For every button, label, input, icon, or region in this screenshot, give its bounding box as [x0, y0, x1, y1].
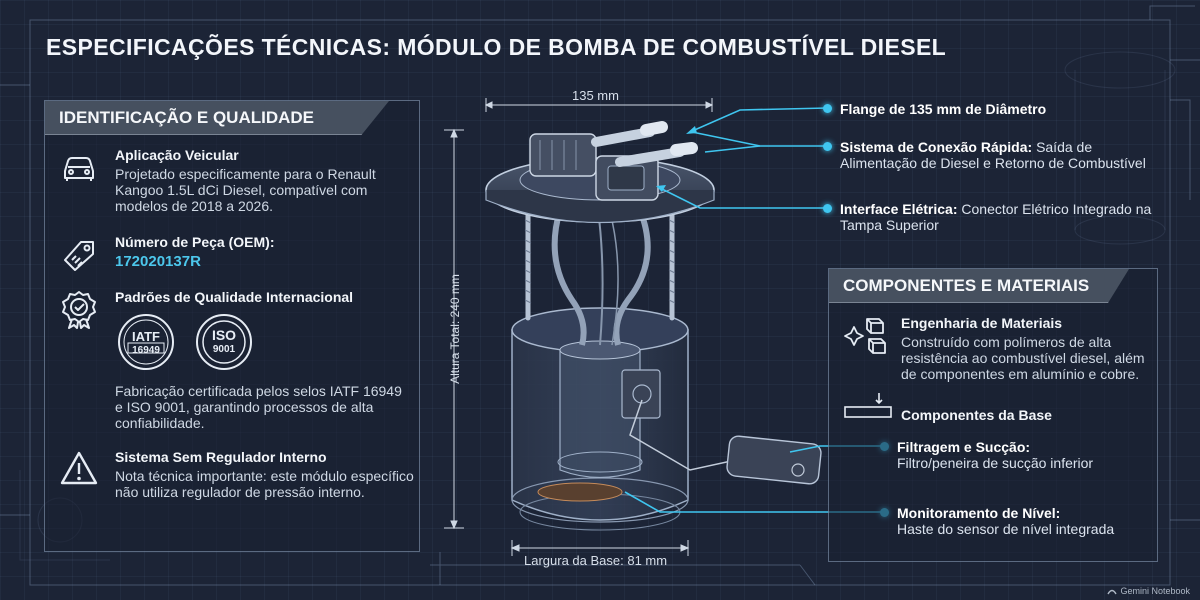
- quality-standards-text: Padrões de Qualidade Internacional IATF …: [115, 289, 415, 370]
- components-panel: COMPONENTES E MATERIAIS Engenharia de Ma…: [828, 268, 1158, 562]
- flange-callout-dot: [823, 104, 832, 113]
- quick-connect-callout-title: Sistema de Conexão Rápida:: [840, 139, 1033, 155]
- electric-callout-dot: [823, 204, 832, 213]
- height-dimension-label: Altura Total: 240 mm: [448, 274, 462, 384]
- fuel-pump-illustration: [485, 121, 822, 531]
- car-icon: [64, 157, 94, 181]
- level-callout-text: Haste do sensor de nível integrada: [897, 521, 1115, 537]
- quick-connect-callout-dot: [823, 142, 832, 151]
- dimension-lines: [444, 98, 714, 556]
- iatf-seal-icon: [118, 314, 174, 370]
- quality-standards-title: Padrões de Qualidade Internacional: [115, 289, 354, 305]
- materials-item: Engenharia de Materiais Construído com p…: [901, 315, 1149, 382]
- part-number-title: Número de Peça (OEM):: [115, 234, 275, 250]
- electric-callout-title: Interface Elétrica:: [840, 201, 958, 217]
- filter-callout-text: Filtro/peneira de sucção inferior: [897, 455, 1094, 471]
- tag-icon: [64, 241, 94, 271]
- vehicle-application-body: Projetado especificamente para o Renault…: [115, 166, 376, 214]
- quick-connect-callout: Sistema de Conexão Rápida: Saída de Alim…: [840, 139, 1170, 171]
- components-panel-header: COMPONENTES E MATERIAIS: [829, 269, 1129, 303]
- oem-part-number: 172020137R: [115, 253, 201, 270]
- materials-body: Construído com polímeros de alta resistê…: [901, 334, 1145, 382]
- base-components-title: Componentes da Base: [901, 407, 1052, 423]
- flange-callout-title: Flange de 135 mm de Diâmetro: [840, 101, 1047, 117]
- identification-panel: IDENTIFICAÇÃO E QUALIDADE Aplicação Veic…: [44, 100, 420, 552]
- quality-award-icon: [62, 291, 96, 329]
- quick-connect-callout-text: Saída de Alimentação de Diesel e Retorno…: [840, 139, 1146, 171]
- base-components-icon: [844, 393, 892, 418]
- regulator-body: Nota técnica importante: este módulo esp…: [115, 468, 414, 500]
- materials-icon: [844, 318, 886, 354]
- watermark-text: Gemini Notebook: [1120, 586, 1190, 596]
- iso-seal-icon: [196, 314, 252, 370]
- identification-panel-header: IDENTIFICAÇÃO E QUALIDADE: [45, 101, 389, 135]
- callout-arrowheads: [656, 126, 697, 192]
- watermark: Gemini Notebook: [1107, 586, 1190, 596]
- iso-seal-top: ISO: [211, 327, 237, 343]
- iso-seal-bottom: 9001: [212, 344, 236, 355]
- page-title: ESPECIFICAÇÕES TÉCNICAS: MÓDULO DE BOMBA…: [46, 34, 947, 60]
- materials-title: Engenharia de Materiais: [901, 315, 1063, 331]
- electric-callout: Interface Elétrica: Conector Elétrico In…: [840, 201, 1170, 233]
- notebook-icon: [1107, 589, 1118, 595]
- level-callout: Monitoramento de Nível: Haste do sensor …: [897, 505, 1162, 537]
- flange-callout: Flange de 135 mm de Diâmetro: [840, 101, 1170, 117]
- vehicle-application-title: Aplicação Veicular: [115, 147, 239, 163]
- iatf-seal-bottom: 16949: [132, 345, 160, 356]
- electric-callout-text: Conector Elétrico Integrado na Tampa Sup…: [840, 201, 1152, 233]
- part-number-text: Número de Peça (OEM): 172020137R: [115, 234, 415, 271]
- level-callout-title: Monitoramento de Nível:: [897, 505, 1061, 521]
- warning-icon: [60, 451, 98, 485]
- top-dimension-label: 135 mm: [572, 88, 619, 103]
- quality-standards-body: Fabricação certificada pelos selos IATF …: [115, 383, 402, 431]
- filter-callout-title: Filtragem e Sucção:: [897, 439, 1031, 455]
- vehicle-application-text: Aplicação Veicular Projetado especificam…: [115, 147, 415, 214]
- base-dimension-label: Largura da Base: 81 mm: [524, 553, 668, 568]
- iatf-seal-top: IATF: [132, 329, 160, 344]
- filter-callout: Filtragem e Sucção: Filtro/peneira de su…: [897, 439, 1162, 471]
- regulator-title: Sistema Sem Regulador Interno: [115, 449, 327, 465]
- regulator-text: Sistema Sem Regulador Interno Nota técni…: [115, 449, 415, 500]
